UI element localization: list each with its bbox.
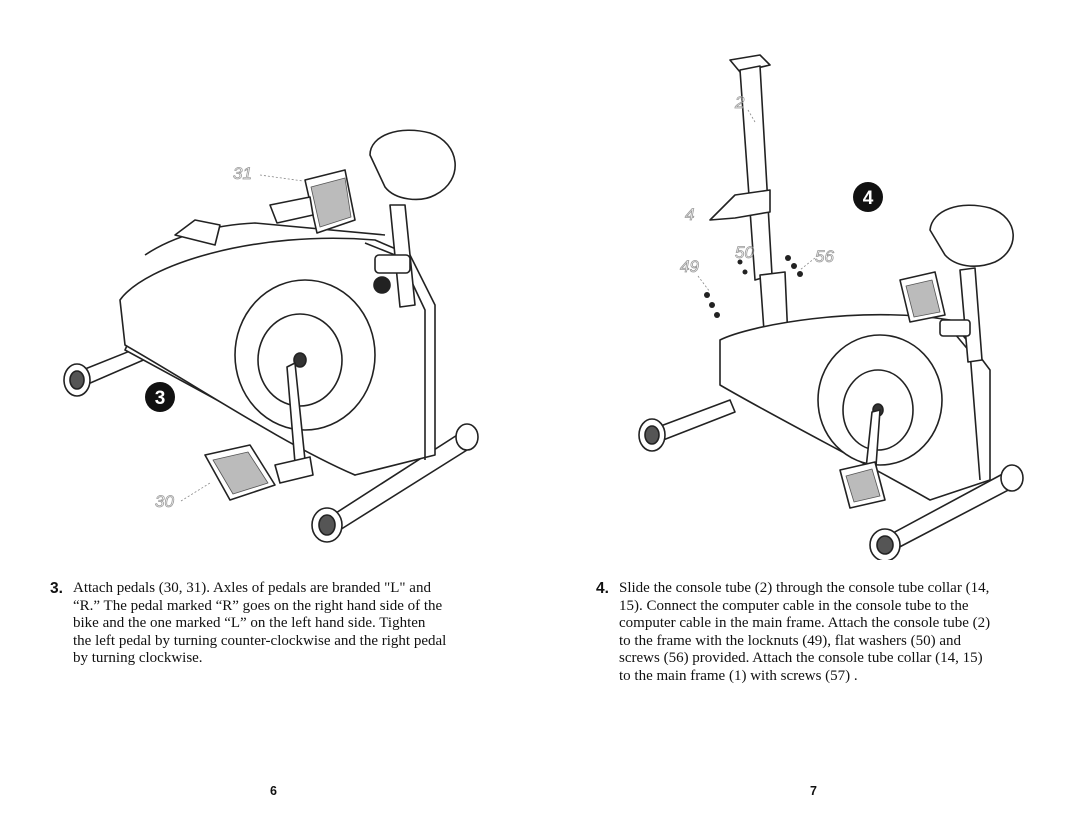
part-label-56: 56 bbox=[815, 247, 834, 266]
step-3-illustration: 31 30 3 bbox=[63, 129, 479, 543]
step-3-line: by turning clockwise. bbox=[73, 650, 203, 666]
step-4-line: computer cable in the main frame. Attach… bbox=[619, 615, 991, 631]
step-4-line: Slide the console tube (2) through the c… bbox=[619, 580, 990, 596]
part-label-31: 31 bbox=[233, 164, 252, 183]
step-4-number: 4. bbox=[596, 580, 609, 597]
part-label-4: 4 bbox=[685, 205, 694, 224]
step-4-line: screws (56) provided. Attach the console… bbox=[619, 650, 983, 666]
step-4-illustration: 2 4 49 50 56 4 bbox=[638, 54, 1024, 560]
part-label-2: 2 bbox=[734, 93, 745, 112]
page-number: 7 bbox=[810, 784, 817, 798]
step-3-line: the left pedal by turning counter-clockw… bbox=[73, 632, 447, 649]
step-3-line: Attach pedals (30, 31). Axles of pedals … bbox=[73, 580, 431, 596]
part-label-50: 50 bbox=[735, 243, 754, 262]
step-4-line: to the frame with the locknuts (49), fla… bbox=[619, 632, 961, 649]
page-7: 2 4 49 50 56 4 4. Slide the console tube… bbox=[540, 0, 1080, 834]
step-3-line: bike and the one marked “L” on the left … bbox=[73, 615, 426, 631]
step-3-number: 3. bbox=[50, 580, 63, 597]
step-4-line: 15). Connect the computer cable in the c… bbox=[619, 597, 969, 614]
step-4-line: to the main frame (1) with screws (57) . bbox=[619, 667, 858, 684]
page-number: 6 bbox=[270, 784, 277, 798]
part-label-30: 30 bbox=[155, 492, 174, 511]
page-6: 31 30 3 3. Attach pedals (30, 31). Axles… bbox=[50, 129, 479, 798]
step-3-badge: 3 bbox=[155, 388, 166, 409]
step-3-line: “R.” The pedal marked “R” goes on the ri… bbox=[73, 597, 443, 614]
step-4-badge: 4 bbox=[863, 188, 874, 209]
part-label-49: 49 bbox=[680, 257, 699, 276]
